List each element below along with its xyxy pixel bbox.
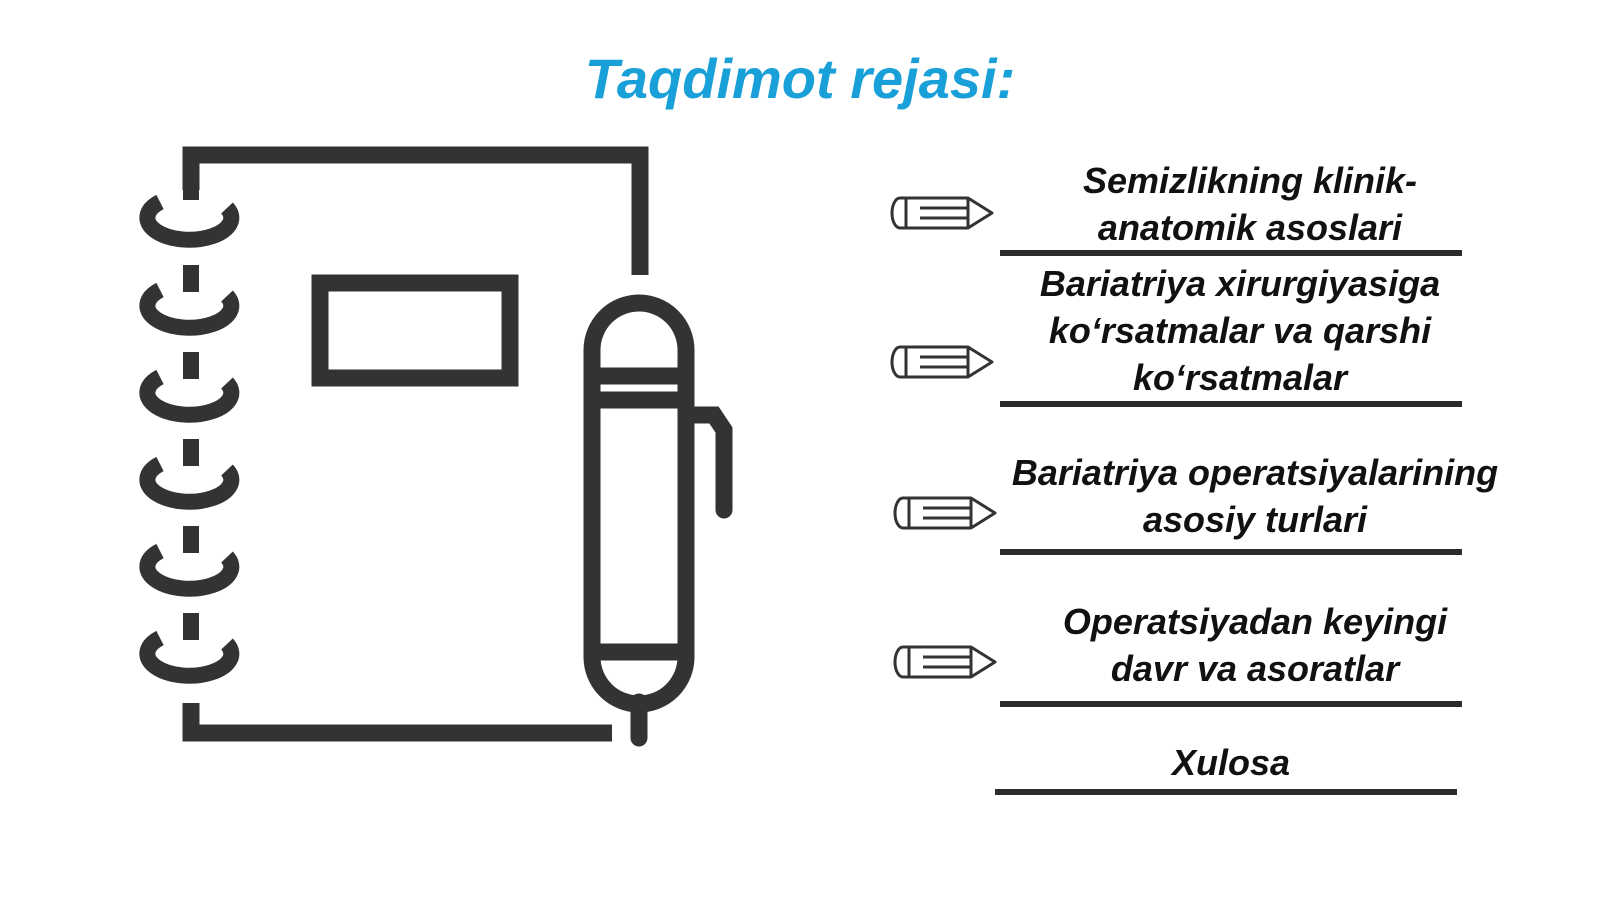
slide-title: Taqdimot rejasi:	[584, 47, 1016, 110]
pencil-icon	[893, 645, 997, 679]
item-text: Operatsiyadan keyingi davr va asoratlar	[1062, 601, 1448, 689]
item-underline	[1000, 401, 1462, 407]
notebook-with-pen-icon	[139, 146, 733, 747]
item-underline	[1000, 549, 1462, 555]
spiral-rings	[139, 180, 240, 684]
item-underline	[1000, 701, 1462, 707]
notebook-top-edge	[182, 146, 649, 275]
notebook-label	[311, 274, 519, 387]
notebook-bottom-edge	[182, 703, 612, 742]
pencil-icon	[893, 496, 997, 530]
item-text: Xulosa	[1171, 742, 1291, 783]
item-text: Bariatriya operatsiyalarining asosiy tur…	[1011, 452, 1499, 540]
pencil-icon	[890, 345, 994, 379]
item-text: Bariatriya xirurgiyasiga ko‘rsatmalar va…	[1039, 263, 1441, 398]
item-text: Semizlikning klinik- anatomik asoslari	[1082, 160, 1418, 248]
item-underline	[995, 789, 1457, 795]
pencil-icon	[890, 196, 994, 230]
pen-icon	[583, 294, 733, 747]
item-underline	[1000, 250, 1462, 256]
